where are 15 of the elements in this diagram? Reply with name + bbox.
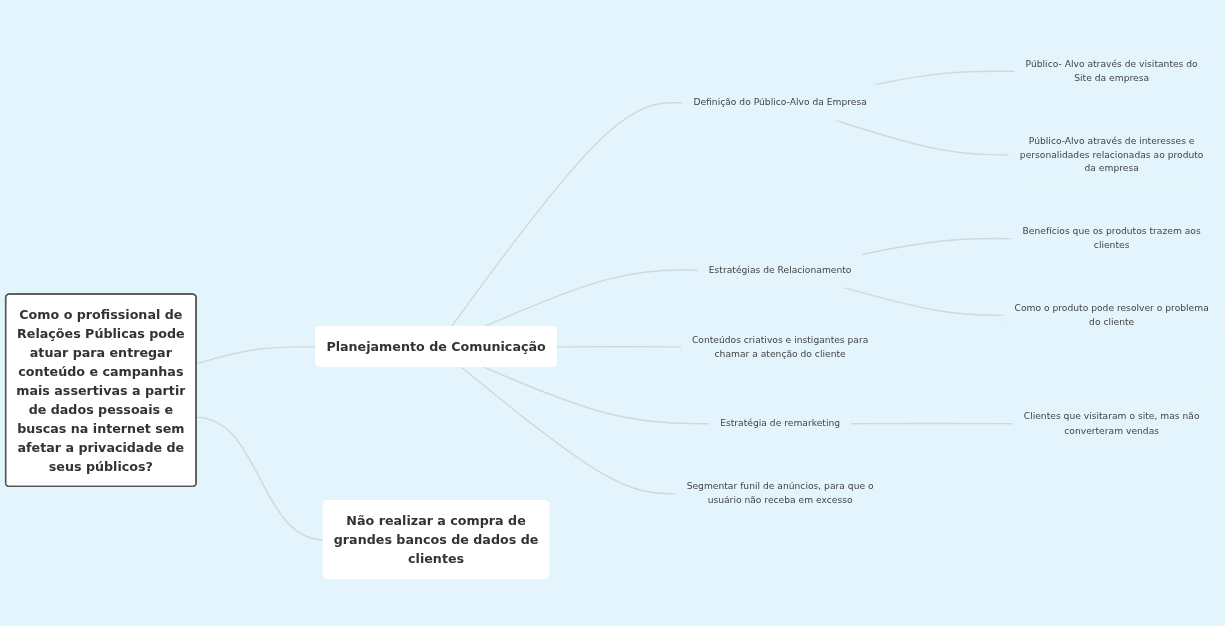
connector [861,238,1014,256]
node-text: Conteúdos criativos e instigantes para chamar a atenção do cliente [691,334,869,359]
node-text: Clientes que visitaram o site, mas não converteram vendas [1023,411,1200,436]
node-text: Estratégias de Relacionamento [708,264,852,276]
connector [450,102,684,328]
connector [460,366,678,495]
node-text: Definição do Público-Alvo da Empresa [693,97,867,108]
node-text: Público-Alvo através de interesses e personalidades relacionadas ao produto da empresa [1019,135,1204,174]
connector [850,423,1015,425]
node-text: Público- Alvo através de visitantes do Site da empresa [1025,58,1198,84]
connector [482,366,711,425]
node-text: Como o produto pode resolver o problema do cliente [1014,303,1209,328]
node-text: Benefícios que os produtos trazem aos clientes [1022,226,1201,251]
node-text: Segmentar funil de anúncios, para que o usuário não receba em excesso [686,481,874,506]
node-text: Estratégia de remarketing [720,418,841,429]
